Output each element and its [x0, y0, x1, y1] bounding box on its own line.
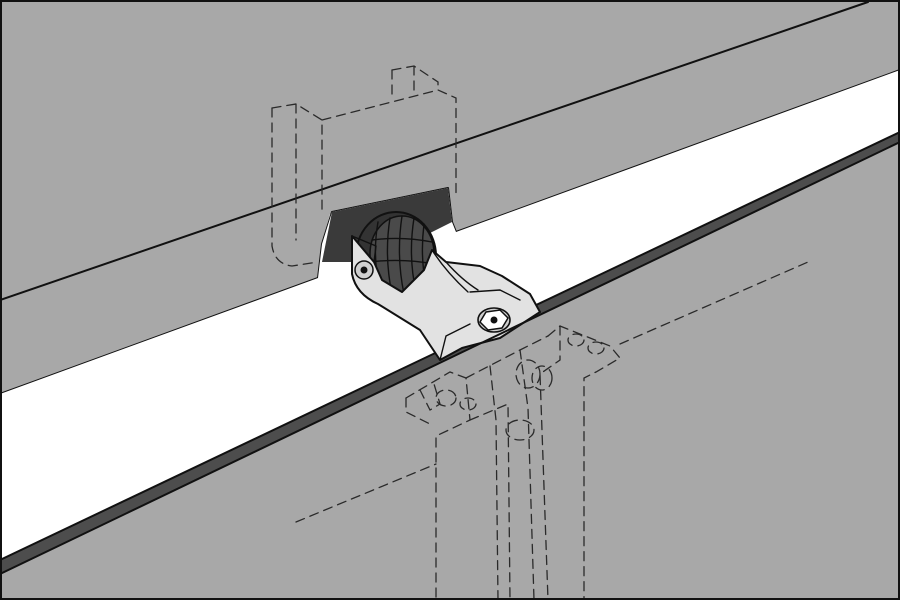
hidden-hinge-bracket [295, 261, 809, 600]
seal-strip-bottom-edge [0, 141, 900, 575]
lower-door-panel [0, 142, 900, 600]
hidden-top-bracket [271, 65, 457, 267]
upper-panel-fold-line [0, 1, 869, 301]
roller-bracket [351, 235, 541, 361]
